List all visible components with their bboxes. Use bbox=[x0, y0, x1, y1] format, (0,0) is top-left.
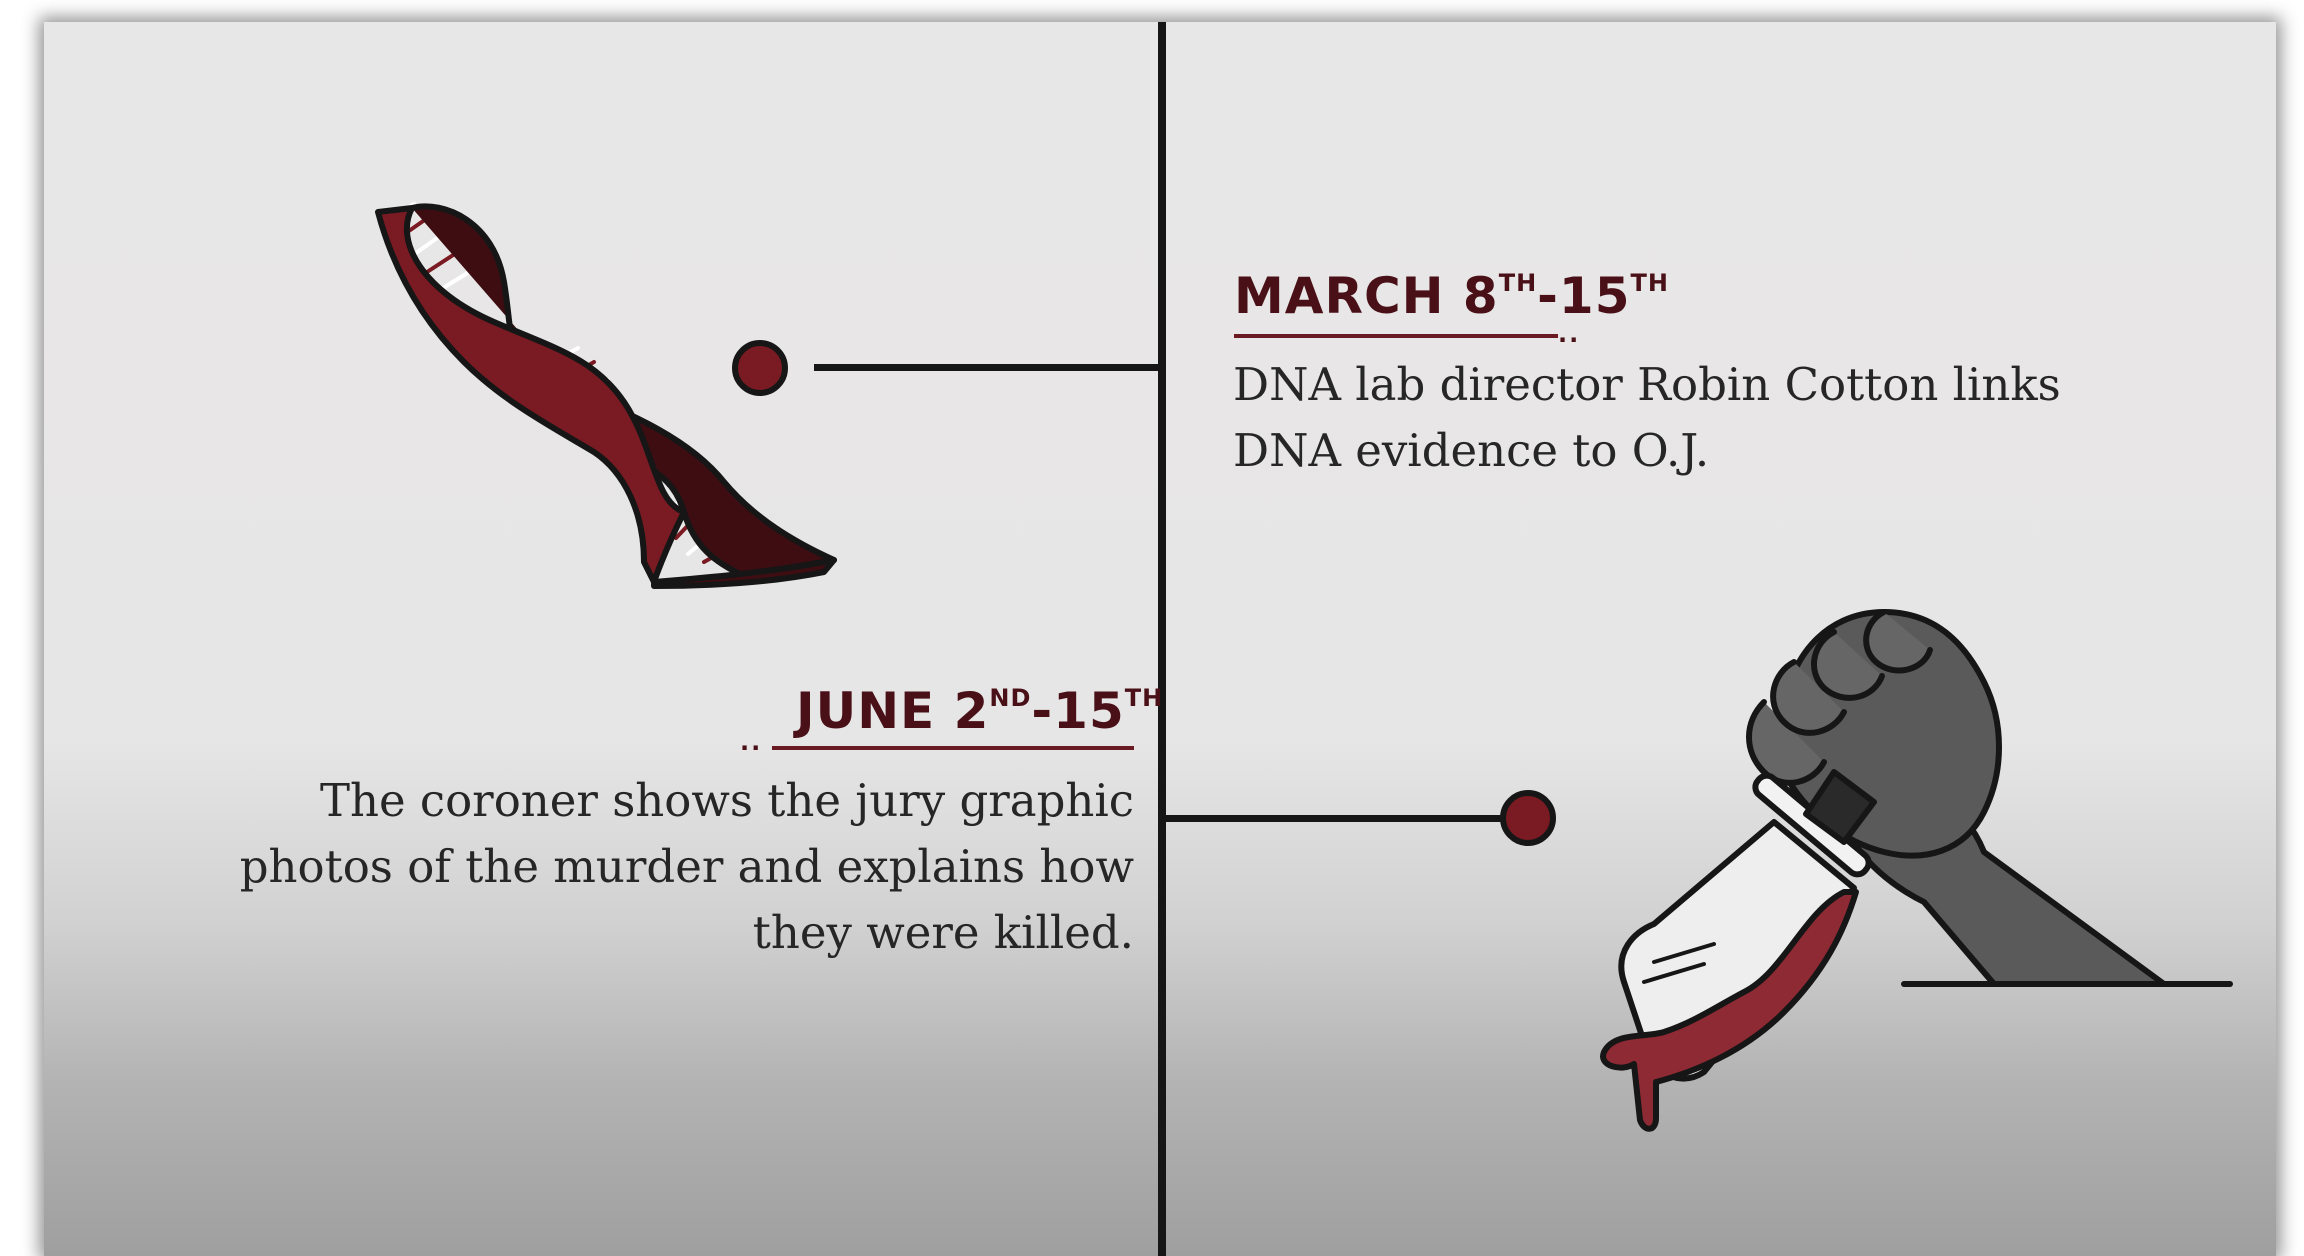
dna-helix-icon bbox=[354, 182, 874, 612]
event-2-date-underline bbox=[772, 746, 1134, 750]
event-2-date-heading: JUNE 2ND-15TH bbox=[796, 682, 1132, 740]
event-2-description: The coroner shows the jury graphic photo… bbox=[184, 768, 1134, 966]
event-2-connector bbox=[1164, 815, 1514, 822]
event-1-date-underline bbox=[1234, 334, 1558, 338]
timeline-canvas: MARCH 8TH-15TH .. DNA lab director Robin… bbox=[44, 22, 2276, 1256]
event-1-date-heading: MARCH 8TH-15TH bbox=[1234, 267, 1669, 325]
event-2-dash-marks: .. bbox=[740, 730, 762, 754]
timeline-vertical-line bbox=[1158, 22, 1166, 1256]
event-1-dash-marks: .. bbox=[1558, 322, 1580, 346]
event-1-description: DNA lab director Robin Cotton links DNA … bbox=[1233, 352, 2103, 484]
bloody-knife-glove-icon bbox=[1544, 552, 2244, 1132]
